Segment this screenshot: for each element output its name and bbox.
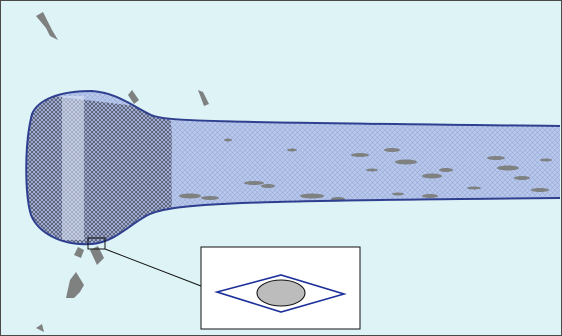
particle-cluster <box>514 176 530 180</box>
particle-cluster <box>384 148 400 152</box>
ellipse-particle <box>257 280 305 306</box>
particle-cluster <box>487 156 505 160</box>
particle-cluster <box>300 194 324 199</box>
particle-cluster <box>179 194 201 199</box>
particle-cluster <box>244 181 264 185</box>
particle-cluster <box>439 168 453 172</box>
particle-cluster <box>540 159 552 162</box>
particle-cluster <box>395 160 417 165</box>
particle-cluster <box>261 184 275 188</box>
particle-cluster <box>392 193 404 196</box>
particle-cluster <box>366 169 378 172</box>
particle-cluster <box>287 149 297 152</box>
particle-cluster <box>467 187 481 190</box>
particle-cluster <box>422 174 442 179</box>
particle-cluster <box>497 166 519 171</box>
particle-cluster <box>224 139 232 142</box>
particle-cluster <box>351 153 369 157</box>
particle-cluster <box>201 196 219 200</box>
particle-cluster <box>531 188 549 192</box>
inset-panel <box>201 247 360 329</box>
particle-cluster <box>422 194 438 198</box>
